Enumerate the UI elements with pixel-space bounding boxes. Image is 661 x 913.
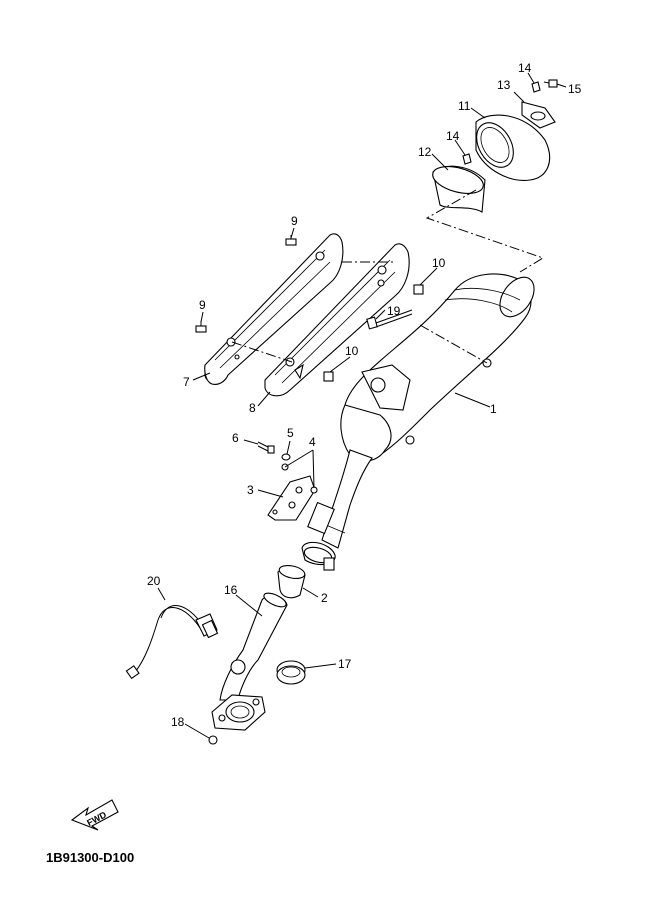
protector-8[interactable]: [264, 243, 410, 397]
callout-8: 8: [249, 401, 256, 415]
callout-14-lower: 14: [446, 129, 460, 143]
callout-3: 3: [247, 483, 254, 497]
nut-10-upper[interactable]: [413, 284, 424, 295]
callout-2: 2: [321, 591, 328, 605]
callout-17: 17: [338, 657, 352, 671]
callout-4: 4: [309, 435, 316, 449]
screw-14-lower[interactable]: [462, 153, 472, 165]
callout-10-upper: 10: [432, 256, 446, 270]
exhaust-pipe-16[interactable]: [211, 590, 288, 731]
callout-16: 16: [224, 583, 238, 597]
callout-15: 15: [568, 82, 582, 96]
bracket-3[interactable]: [267, 475, 316, 521]
gasket-12[interactable]: [430, 162, 486, 213]
callout-18: 18: [171, 715, 185, 729]
bolt-6[interactable]: [257, 441, 275, 454]
plate-13[interactable]: [521, 101, 556, 129]
callout-9-lower: 9: [199, 298, 206, 312]
collar-2[interactable]: [277, 563, 306, 599]
callout-6: 6: [232, 431, 239, 445]
bolt-15[interactable]: [543, 79, 558, 88]
fwd-arrow-icon: FWD: [70, 799, 119, 831]
nut-18[interactable]: [208, 735, 218, 745]
callout-9-upper: 9: [291, 214, 298, 228]
callout-11: 11: [458, 99, 471, 113]
screw-14-upper[interactable]: [531, 81, 541, 93]
callout-20: 20: [147, 574, 161, 588]
callout-1: 1: [490, 402, 497, 416]
callout-14-upper: 14: [518, 61, 532, 75]
o2-sensor-20[interactable]: [125, 605, 219, 680]
muffler[interactable]: [301, 271, 541, 571]
end-cap-11[interactable]: [469, 114, 550, 181]
diagram-code: 1B91300-D100: [46, 850, 134, 865]
callout-labels: 1 2 3 4 5 6 7 8 9 9 10 10 11 12 13 14 14…: [147, 61, 582, 729]
callout-19: 19: [387, 304, 401, 318]
callout-7: 7: [183, 375, 190, 389]
callout-13: 13: [497, 78, 511, 92]
assembly-centerlines: [231, 189, 545, 364]
callout-5: 5: [287, 426, 294, 440]
nut-10-lower[interactable]: [323, 371, 334, 382]
washer-5[interactable]: [281, 453, 291, 461]
bolt-19[interactable]: [366, 309, 413, 330]
bolt-9-lower[interactable]: [195, 321, 207, 333]
callout-10-lower: 10: [345, 344, 359, 358]
gasket-17[interactable]: [276, 660, 306, 685]
leader-lines: [157, 72, 567, 739]
callout-12: 12: [418, 145, 432, 159]
